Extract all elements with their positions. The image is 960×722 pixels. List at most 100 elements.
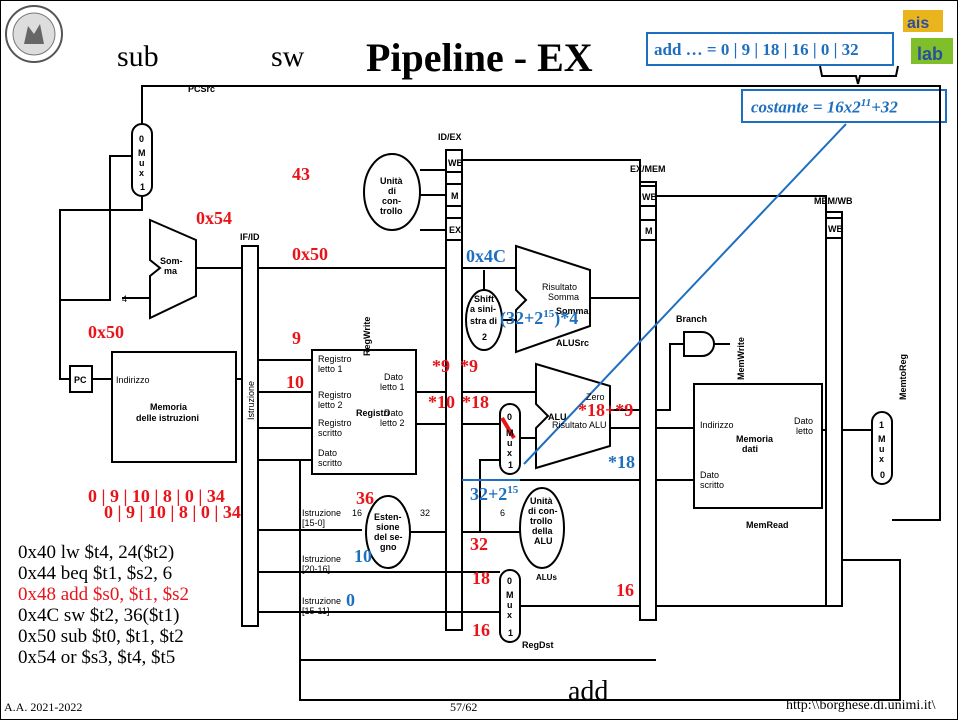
label-aluop: ALUs (536, 573, 557, 582)
value-18: 18 (472, 568, 490, 589)
dmem-out-l2: letto (796, 426, 813, 436)
reg-write-l2: scritto (318, 428, 342, 438)
label-memread: MemRead (746, 520, 789, 530)
label-idex-m: M (451, 191, 459, 201)
dmem-in-l2: scritto (700, 480, 724, 490)
label-four: 4 (122, 294, 127, 304)
control-unit-l1: Unità (380, 176, 403, 186)
value-star9-b: *9 (460, 356, 478, 377)
alu-ctrl-l2: di con- (528, 506, 558, 516)
shift-l3: stra di (470, 316, 497, 326)
dmem-address: Indirizzo (700, 420, 734, 430)
sign-ext-l2: sione (376, 522, 400, 532)
regdst-mux-x: x (507, 610, 512, 620)
alusrc-mux-zero: 0 (507, 412, 512, 422)
alusrc-mux-m: M (506, 428, 514, 438)
label-bits-6: 6 (500, 508, 505, 518)
pc-adder-l2: ma (164, 266, 178, 276)
alu-ctrl-l5: ALU (534, 536, 553, 546)
ins20-16-l2: [20-16] (302, 564, 330, 574)
sign-ext-l3: del se- (374, 532, 403, 542)
reg-read2-l2: letto 2 (318, 400, 343, 410)
label-istruzione: Istruzione (246, 381, 256, 420)
wb-mux-x: x (879, 454, 884, 464)
ins15-0-l1: Istruzione (302, 508, 341, 518)
label-risultato-alu: Risultato ALU (552, 420, 607, 430)
immediate-exp: 15 (507, 484, 518, 496)
reg-read2-l1: Registro (318, 390, 352, 400)
wb-mux-u: u (879, 444, 885, 454)
value-10: 10 (286, 372, 304, 393)
value-0x4C: 0x4C (466, 246, 506, 267)
dmem-l1: Memoria (736, 434, 774, 444)
label-regdst: RegDst (522, 640, 554, 650)
label-alusrc: ALUSrc (556, 338, 589, 348)
branch-offset-b: )*4 (554, 308, 578, 328)
regdst-mux-m: M (506, 590, 514, 600)
ins20-16-l1: Istruzione (302, 554, 341, 564)
label-bits-32: 32 (420, 508, 430, 518)
code-line: 0x44 beq $t1, $s2, 6 (18, 563, 189, 584)
immediate-a: 32+2 (470, 484, 507, 504)
value-32: 32 (470, 534, 488, 555)
instr-fields-line2: 0 | 9 | 10 | 8 | 0 | 34 (104, 502, 241, 523)
dato1-l2: letto 1 (380, 382, 405, 392)
value-alu-result: *18+*9 (578, 400, 633, 421)
code-line-highlighted: 0x48 add $s0, $t1, $s2 (18, 584, 189, 605)
value-0x54: 0x54 (196, 208, 232, 229)
alusrc-mux-x: x (507, 448, 512, 458)
branch-offset-exp: 15 (543, 308, 554, 320)
value-0x50-pc-plus4: 0x50 (292, 244, 328, 265)
dmem-l2: dati (742, 444, 758, 454)
imem-address: Indirizzo (116, 375, 150, 385)
pcsrc-mux-u: u (139, 158, 145, 168)
pcsrc-mux-one: 1 (140, 182, 145, 192)
shift-l1: Shift (474, 294, 494, 304)
ins15-0-l2: [15-0] (302, 518, 325, 528)
pcsrc-mux-x: x (139, 168, 144, 178)
value-16-exmem: 16 (616, 580, 634, 601)
value-36: 36 (356, 488, 374, 509)
label-regwrite: RegWrite (362, 317, 372, 356)
alusrc-mux-u: u (507, 438, 513, 448)
regdst-mux-u: u (507, 600, 513, 610)
branch-adder-l2: Somma (548, 292, 579, 302)
shift-l2: a sini- (470, 304, 496, 314)
value-branch-offset: (32+215)*4 (500, 308, 578, 329)
alusrc-mux-one: 1 (508, 460, 513, 470)
ins15-11-l2: [15-11] (302, 606, 329, 616)
dmem-in-l1: Dato (700, 470, 719, 480)
value-star18-exmem: *18 (608, 452, 635, 473)
footer-page: 57/62 (450, 700, 477, 715)
dato2-l1: Dato (384, 408, 403, 418)
label-ifid: IF/ID (240, 232, 260, 242)
label-memwrite: MemWrite (736, 337, 746, 380)
reg-data-l1: Dato (318, 448, 337, 458)
shift-l4: 2 (482, 332, 487, 342)
label-idex-wb: WB (448, 158, 463, 168)
label-memwb: MEM/WB (814, 196, 853, 206)
label-pcsrc: PCSrc (188, 84, 215, 94)
code-listing: 0x40 lw $t4, 24($t2) 0x44 beq $t1, $s2, … (18, 542, 189, 668)
footer-url[interactable]: http:\\borghese.di.unimi.it\ (786, 698, 935, 714)
label-pc: PC (74, 375, 87, 385)
pcsrc-mux-zero: 0 (139, 134, 144, 144)
alu-ctrl-l3: trollo (530, 516, 553, 526)
label-exmem: EX/MEM (630, 164, 666, 174)
footer-year: A.A. 2021-2022 (4, 700, 82, 715)
pc-adder-l1: Som- (160, 256, 183, 266)
dmem-out-l1: Dato (794, 416, 813, 426)
value-immediate: 32+215 (470, 484, 518, 505)
wb-mux-m: M (878, 434, 886, 444)
imem-l2: delle istruzioni (136, 413, 199, 423)
value-0x50-pc: 0x50 (88, 322, 124, 343)
reg-data-l2: scritto (318, 458, 342, 468)
reg-write-l1: Registro (318, 418, 352, 428)
label-memwb-wb: WB (828, 224, 843, 234)
pcsrc-mux-m: M (138, 148, 146, 158)
wb-mux-one: 1 (879, 420, 884, 430)
value-star9-a: *9 (432, 356, 450, 377)
value-0-rd: 0 (346, 590, 355, 611)
value-9: 9 (292, 328, 301, 349)
label-exmem-m: M (645, 226, 653, 236)
